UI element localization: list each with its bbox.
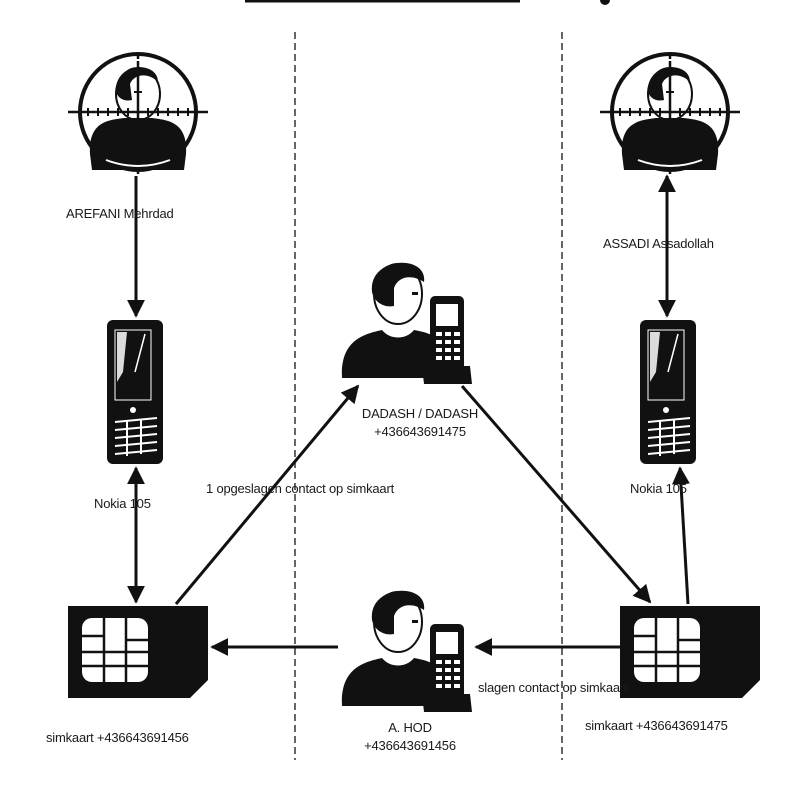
contact-top-number: +436643691475: [374, 424, 466, 439]
phone-left-mobile-phone-icon: [106, 319, 164, 465]
phone-left-label: Nokia 105: [94, 496, 151, 511]
edge-sim-left-to-contact-top: [174, 384, 360, 605]
contact-top-name: DADASH / DADASH: [361, 406, 479, 421]
sim-right-label: simkaart +436643691475: [585, 718, 728, 733]
edge-sim-right-to-phone-right: [671, 466, 690, 605]
contact-bottom-person-with-phone-icon: [340, 589, 473, 713]
contact-bottom-name: A. HOD: [388, 720, 432, 735]
target-right-crosshair-person-icon: [598, 52, 742, 176]
phone-right-label: Nokia 105: [630, 481, 687, 496]
title-fragment-mark: [600, 0, 610, 5]
target-right-label: ASSADI Assadollah: [603, 236, 714, 251]
edge-contact-top-to-sim-right: [460, 385, 652, 604]
phone-right-mobile-phone-icon: [639, 319, 697, 465]
contact-bottom-number: +436643691456: [364, 738, 456, 753]
target-left-crosshair-person-icon: [66, 52, 210, 176]
edge-label-top: 1 opgeslagen contact op simkaart: [206, 481, 394, 496]
sim-left-label: simkaart +436643691456: [46, 730, 189, 745]
edge-label-bottom: slagen contact op simkaart: [478, 680, 628, 695]
sim-right-sim-card-icon: [618, 604, 762, 700]
contact-top-person-with-phone-icon: [340, 261, 473, 385]
target-left-label: AREFANI Mehrdad: [66, 206, 174, 221]
sim-left-sim-card-icon: [66, 604, 210, 700]
